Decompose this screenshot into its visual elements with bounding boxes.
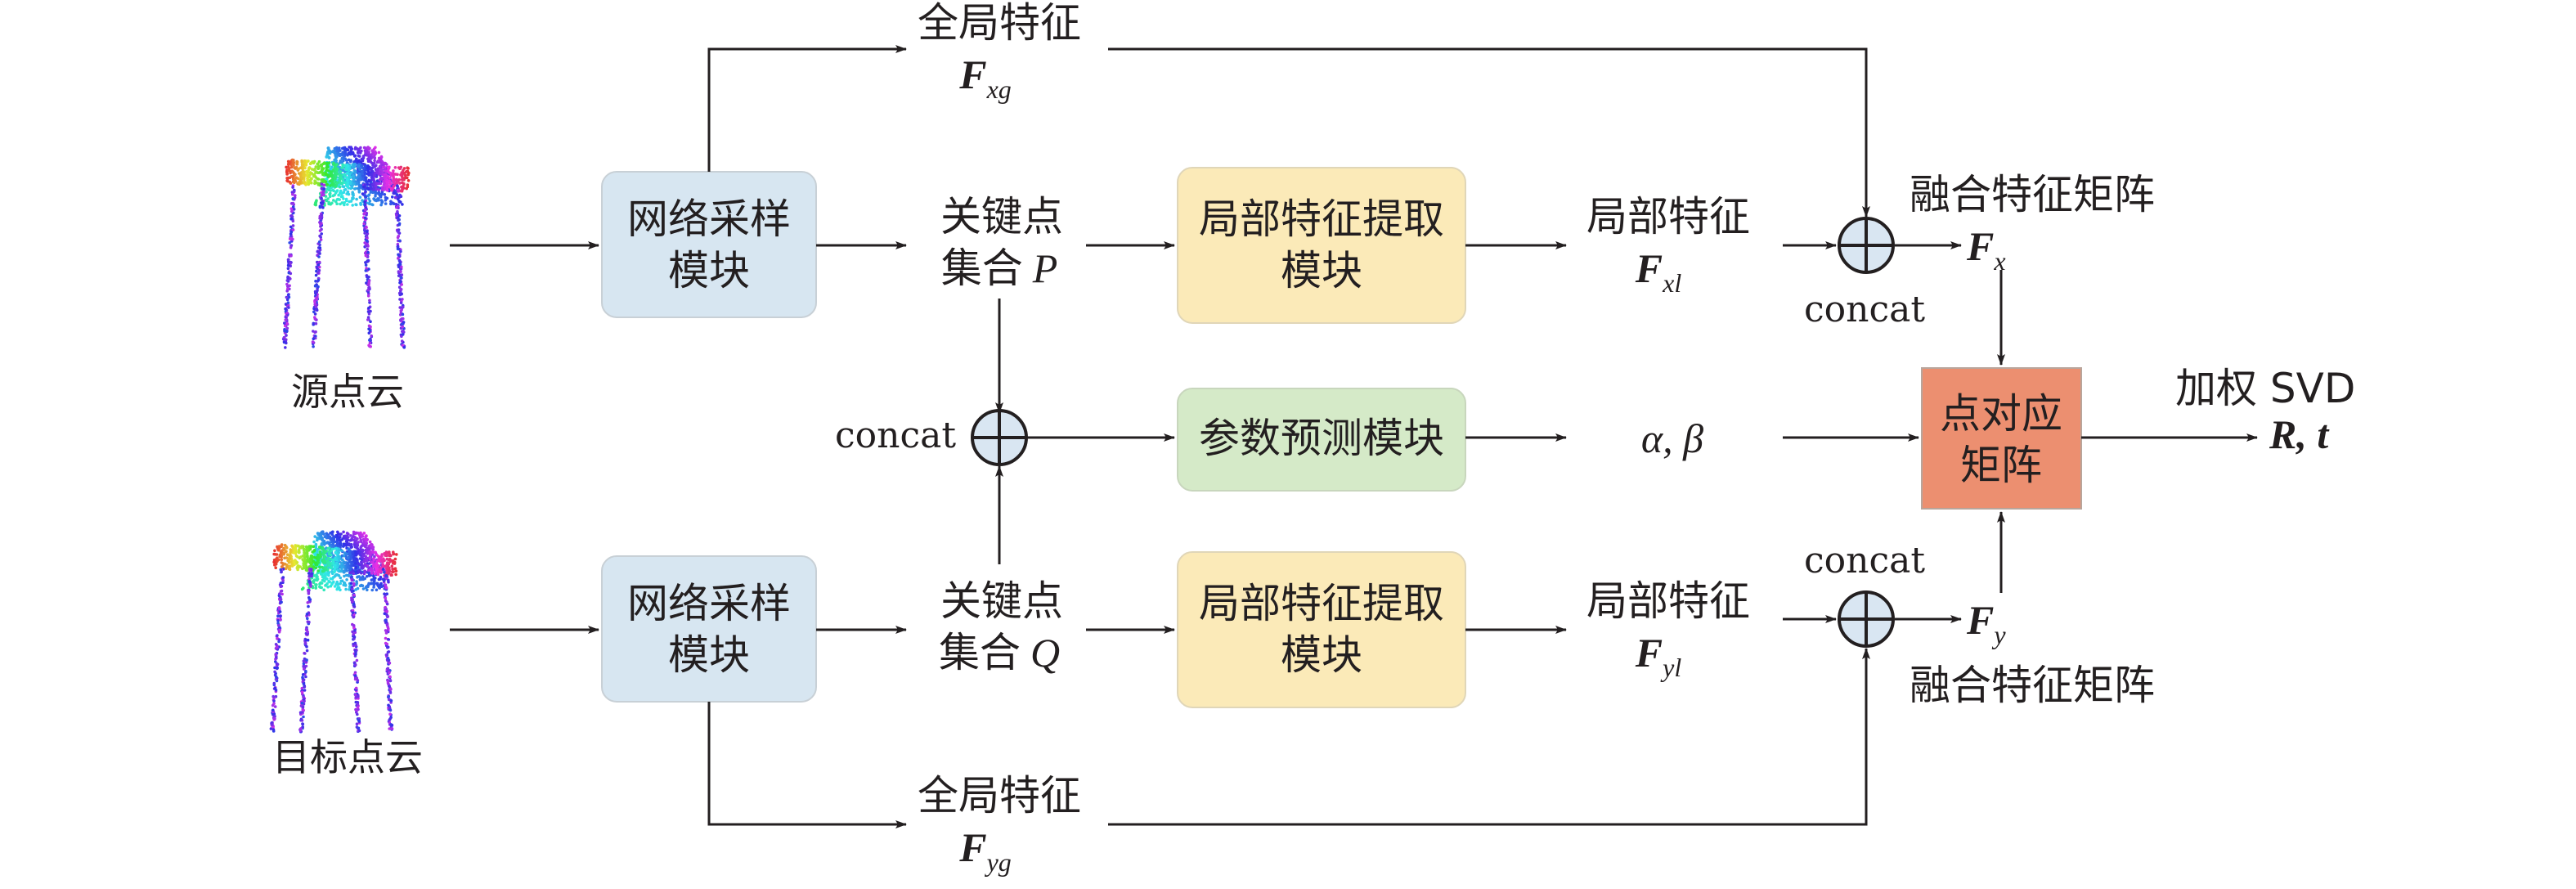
- local-feature-top-symbol: Fxl: [1635, 245, 1682, 298]
- target-point-cloud-image: [269, 530, 398, 734]
- arrow-global-to-fuse-top: [1108, 47, 1870, 218]
- fused-feature-top-symbol: Fx: [1966, 223, 2006, 276]
- concat-label-bottom: concat: [1804, 540, 1925, 581]
- keypoints-bottom-line1: 关键点: [940, 577, 1063, 625]
- local-feature-module-bottom-line2: 模块: [1281, 631, 1362, 679]
- source-point-cloud-label: 源点云: [291, 370, 404, 414]
- concat-oplus-middle: [971, 409, 1028, 466]
- concat-label-top: concat: [1804, 289, 1925, 330]
- fused-feature-top-label: 融合特征矩阵: [1910, 171, 2155, 218]
- sampling-module-top-line1: 网络采样: [627, 195, 791, 243]
- correspondence-line1: 点对应: [1940, 390, 2062, 438]
- concat-label-middle: concat: [835, 415, 956, 456]
- weighted-svd-label: 加权 SVD: [2175, 365, 2355, 412]
- sampling-module-bottom: [601, 555, 817, 703]
- local-feature-module-top: [1177, 167, 1466, 324]
- parameter-prediction-label: 参数预测模块: [1199, 415, 1444, 462]
- arrow-sampling-to-global-top: [707, 45, 907, 172]
- fused-feature-bottom-label: 融合特征矩阵: [1910, 662, 2155, 709]
- connectors: [450, 45, 2258, 828]
- fused-feature-bottom-symbol: Fy: [1966, 597, 2006, 649]
- point-correspondence-matrix: [1921, 367, 2082, 510]
- concat-oplus-top: [1838, 217, 1895, 274]
- arrow-global-to-fuse-bottom: [1108, 648, 1870, 826]
- local-feature-bottom-symbol: Fyl: [1635, 630, 1682, 682]
- target-point-cloud-label: 目标点云: [272, 735, 423, 779]
- global-feature-bottom-symbol: Fyg: [958, 824, 1012, 877]
- arrow-sampling-to-global-bottom: [707, 702, 907, 828]
- source-point-cloud-image: [281, 146, 411, 349]
- parameter-prediction-module: [1177, 388, 1466, 492]
- local-feature-bottom-label: 局部特征: [1586, 577, 1750, 625]
- sampling-module-top-line2: 模块: [668, 247, 750, 294]
- local-feature-module-top-line1: 局部特征提取: [1199, 195, 1444, 243]
- global-feature-top-symbol: Fxg: [958, 52, 1012, 104]
- sampling-module-bottom-line2: 模块: [668, 631, 750, 679]
- global-feature-top-label: 全局特征: [918, 0, 1081, 47]
- output-R-t: R, t: [2269, 411, 2330, 457]
- concat-oplus-bottom: [1838, 590, 1895, 648]
- keypoints-top-line1: 关键点: [940, 193, 1063, 240]
- global-feature-bottom-label: 全局特征: [918, 772, 1081, 819]
- local-feature-module-bottom: [1177, 551, 1466, 708]
- alpha-beta-params: α, β: [1641, 415, 1703, 461]
- sampling-module-top: [601, 171, 817, 318]
- local-feature-module-bottom-line1: 局部特征提取: [1199, 580, 1444, 627]
- sampling-module-bottom-line1: 网络采样: [627, 580, 791, 627]
- local-feature-module-top-line2: 模块: [1281, 247, 1362, 294]
- local-feature-top-label: 局部特征: [1586, 193, 1750, 240]
- correspondence-line2: 矩阵: [1960, 442, 2042, 489]
